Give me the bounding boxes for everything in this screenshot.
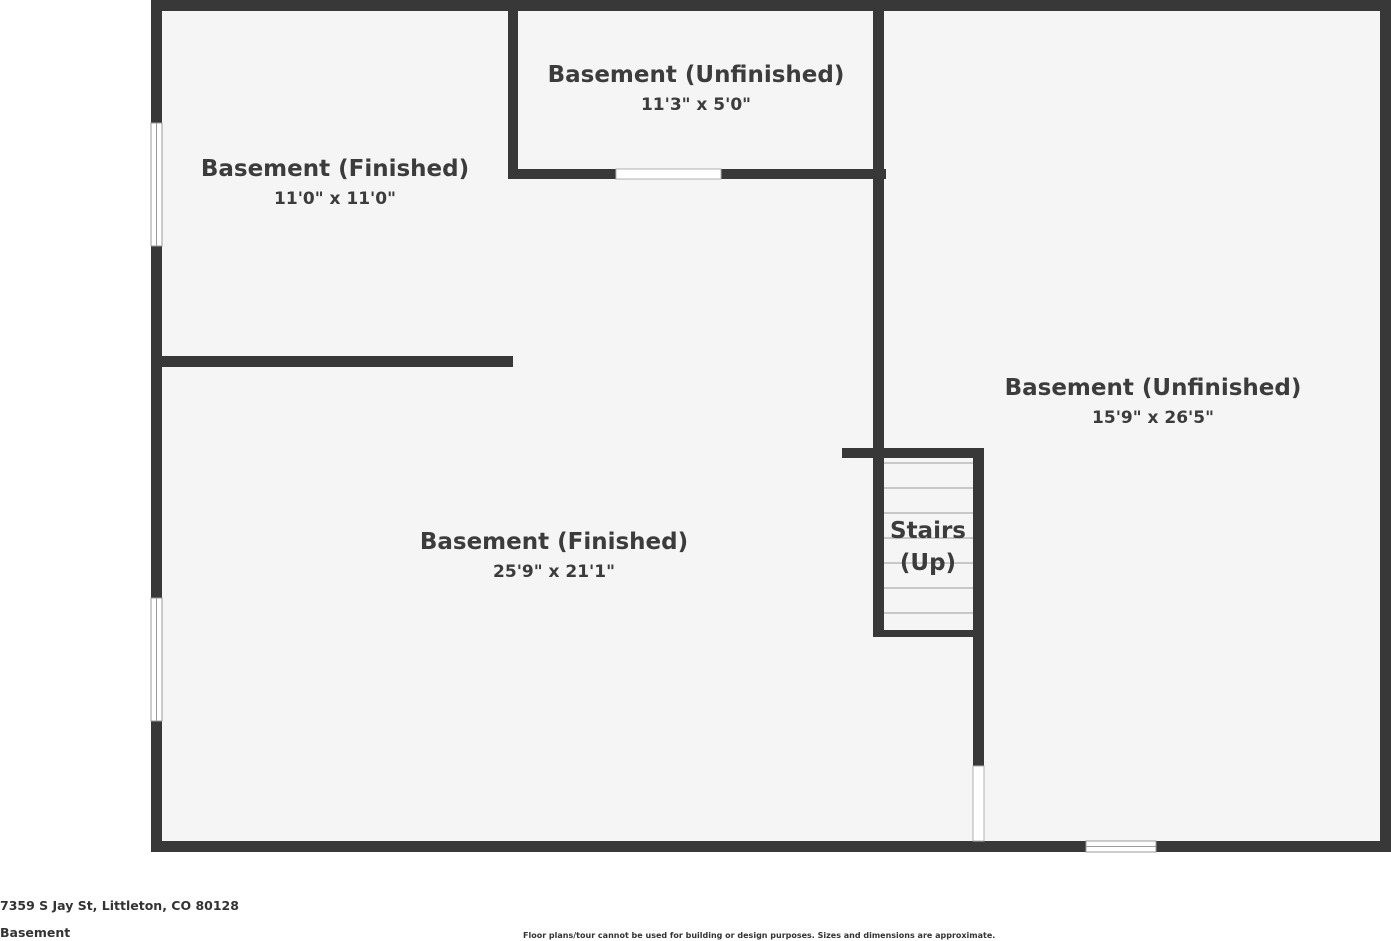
- room-dims-unfinished-small: 11'3" x 5'0": [641, 95, 751, 115]
- property-address: 7359 S Jay St, Littleton, CO 80128: [0, 898, 239, 913]
- room-name-finished-small: Basement (Finished): [201, 156, 469, 182]
- room-name-unfinished-small: Basement (Unfinished): [548, 62, 845, 88]
- windows: [150, 122, 1157, 853]
- room-dims-unfinished-large: 15'9" x 26'5": [1092, 408, 1214, 428]
- floor-area: [156, 5, 1385, 846]
- stairs-label-line1: Stairs: [890, 518, 966, 544]
- room-name-unfinished-large: Basement (Unfinished): [1005, 375, 1302, 401]
- floor-name: Basement: [0, 925, 71, 940]
- doorway-right: [972, 765, 985, 842]
- disclaimer-text: Floor plans/tour cannot be used for buil…: [523, 931, 996, 940]
- exterior-walls: [151, 0, 1391, 852]
- doorway-top: [615, 168, 722, 180]
- stairs-label-line2: (Up): [900, 550, 956, 576]
- stairs: [884, 458, 973, 630]
- room-dims-finished-small: 11'0" x 11'0": [274, 189, 396, 209]
- room-name-finished-large: Basement (Finished): [420, 529, 688, 555]
- room-dims-finished-large: 25'9" x 21'1": [493, 562, 615, 582]
